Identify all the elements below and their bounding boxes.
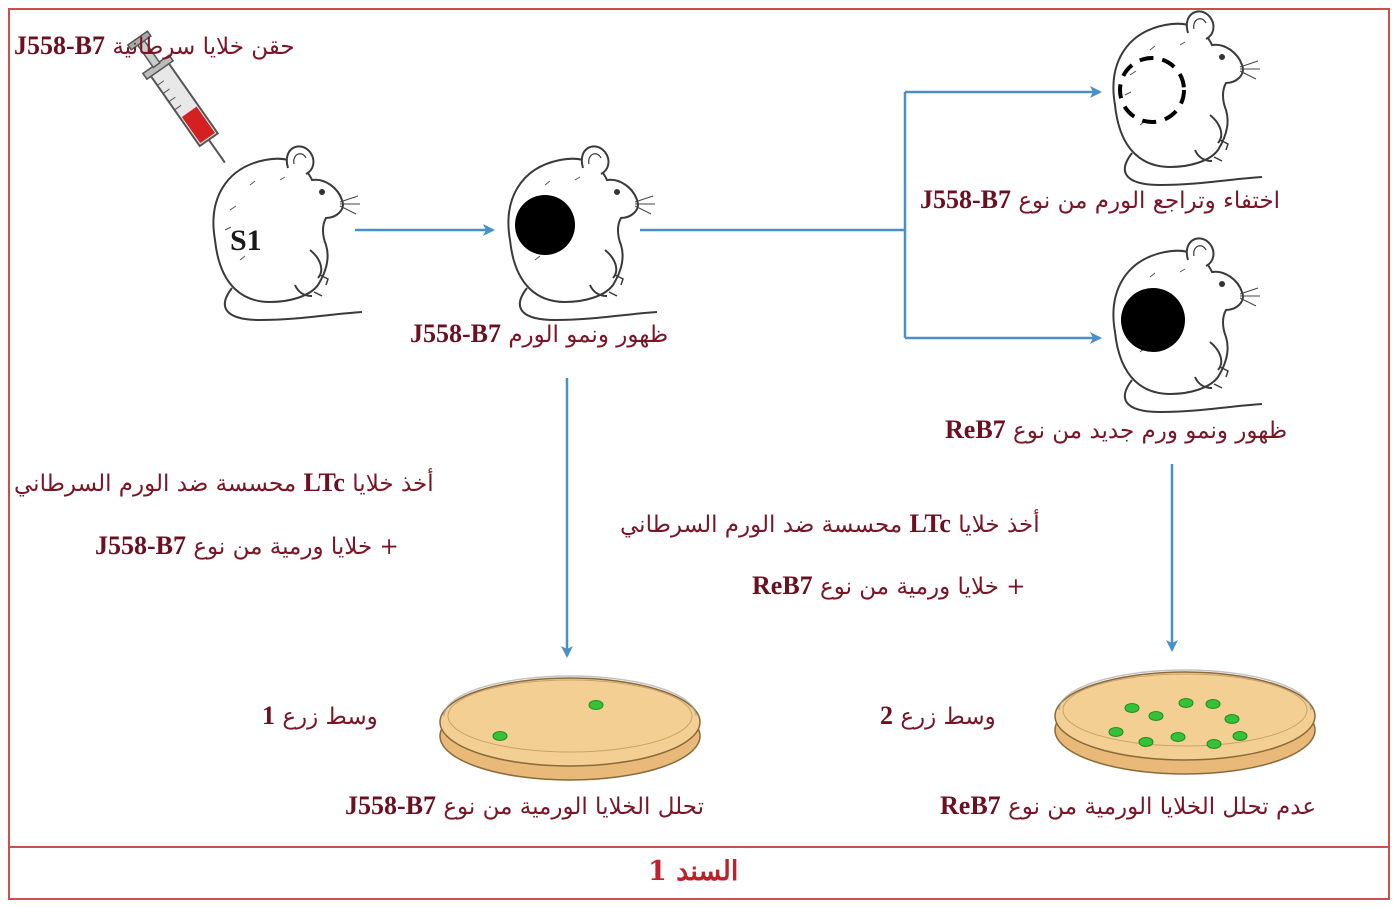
caption-separator <box>8 846 1390 848</box>
no-lysis-label: عدم تحلل الخلايا الورمية من نوع ReB7 <box>940 790 1316 822</box>
petri-dish-2-icon <box>1054 669 1316 775</box>
left-take-line1: أخذ خلايا LTc محسسة ضد الورم السرطاني <box>14 467 434 499</box>
petri-dish-1-icon <box>439 675 701 781</box>
no-lysis-code: ReB7 <box>940 791 1001 820</box>
regressed-tumor-icon <box>1118 56 1186 124</box>
right-take-rest: محسسة ضد الورم السرطاني <box>620 512 903 538</box>
tumor-growth-code: J558-B7 <box>410 319 501 348</box>
no-lysis-text: عدم تحلل الخلايا الورمية من نوع <box>1007 794 1317 820</box>
medium2-label: وسط زرع 2 <box>880 700 996 732</box>
colony-icon <box>492 700 604 741</box>
injection-text: حقن خلايا سرطانية <box>112 34 295 60</box>
left-take-line2: + خلايا ورمية من نوع J558-B7 <box>95 530 399 562</box>
figure-caption: السند 1 <box>648 856 739 887</box>
left-take-text: أخذ خلايا <box>352 471 434 497</box>
right-take-line1: أخذ خلايا LTc محسسة ضد الورم السرطاني <box>620 508 1040 540</box>
mouse-regression-icon <box>1112 10 1263 186</box>
medium1-label: وسط زرع 1 <box>262 700 378 732</box>
right-take-text: أخذ خلايا <box>958 512 1040 538</box>
tumor-growth-text: ظهور ونمو الورم <box>508 322 669 348</box>
injection-label: حقن خلايا سرطانية J558-B7 <box>14 30 295 62</box>
injection-code: J558-B7 <box>14 31 105 60</box>
tumor-growth-label: ظهور ونمو الورم J558-B7 <box>410 318 668 350</box>
right-take-line2-code: ReB7 <box>752 571 813 600</box>
right-take-code: LTc <box>909 509 951 538</box>
syringe-icon <box>126 30 226 164</box>
medium2-num: 2 <box>880 701 893 730</box>
left-take-line2-text: + خلايا ورمية من نوع <box>193 534 399 560</box>
left-take-line2-code: J558-B7 <box>95 531 186 560</box>
regression-label: اختفاء وتراجع الورم من نوع J558-B7 <box>920 184 1280 216</box>
document-frame <box>8 8 1390 900</box>
right-take-line2-text: + خلايا ورمية من نوع <box>819 574 1026 600</box>
left-take-code: LTc <box>303 468 345 497</box>
new-tumor-code: ReB7 <box>945 415 1006 444</box>
right-take-line2: + خلايا ورمية من نوع ReB7 <box>752 570 1026 602</box>
s1-label: S1 <box>230 224 262 257</box>
tumor-icon <box>1121 288 1185 352</box>
lysis-text: تحلل الخلايا الورمية من نوع <box>443 794 705 820</box>
left-take-rest: محسسة ضد الورم السرطاني <box>14 471 297 497</box>
medium1-num: 1 <box>262 701 275 730</box>
medium2-text: وسط زرع <box>900 704 996 730</box>
regression-code: J558-B7 <box>920 185 1011 214</box>
lysis-label: تحلل الخلايا الورمية من نوع J558-B7 <box>345 790 704 822</box>
new-tumor-text: ظهور ونمو ورم جديد من نوع <box>1012 418 1288 444</box>
regression-text: اختفاء وتراجع الورم من نوع <box>1018 188 1281 214</box>
tumor-icon <box>515 195 575 255</box>
medium1-text: وسط زرع <box>282 704 378 730</box>
colony-icon <box>1108 698 1248 749</box>
lysis-code: J558-B7 <box>345 791 436 820</box>
new-tumor-label: ظهور ونمو ورم جديد من نوع ReB7 <box>945 414 1287 446</box>
